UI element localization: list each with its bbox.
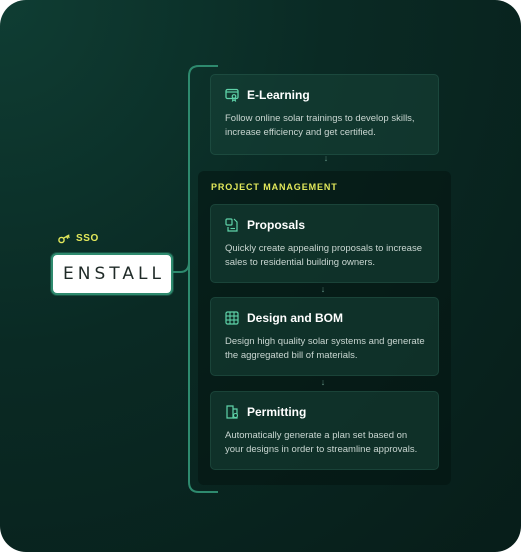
solar-grid-icon	[225, 311, 239, 325]
flow-arrow: ↓	[323, 153, 329, 163]
document-proposal-icon	[225, 218, 239, 232]
flow-arrow: ↓	[320, 284, 326, 294]
card-title: Proposals	[247, 218, 306, 232]
key-icon	[58, 234, 70, 244]
card-elearning[interactable]: E-Learning Follow online solar trainings…	[210, 74, 439, 155]
enstall-logo[interactable]: ENSTALL	[51, 253, 173, 295]
project-management-label: PROJECT MANAGEMENT	[211, 182, 338, 192]
card-description: Quickly create appealing proposals to in…	[225, 243, 422, 268]
card-description: Design high quality solar systems and ge…	[225, 336, 425, 361]
card-description: Follow online solar trainings to develop…	[225, 113, 415, 138]
card-title: Design and BOM	[247, 311, 344, 325]
permit-document-icon	[225, 405, 239, 419]
monitor-certificate-icon	[225, 88, 239, 102]
card-description: Automatically generate a plan set based …	[225, 430, 418, 455]
sso-badge: SSO	[58, 233, 99, 244]
logo-text: ENSTALL	[63, 264, 165, 284]
card-design-bom[interactable]: Design and BOM Design high quality solar…	[210, 297, 439, 376]
flow-arrow: ↓	[320, 377, 326, 387]
sso-label: SSO	[76, 233, 99, 244]
card-permitting[interactable]: Permitting Automatically generate a plan…	[210, 391, 439, 470]
card-title: E-Learning	[247, 88, 310, 102]
card-proposals[interactable]: Proposals Quickly create appealing propo…	[210, 204, 439, 283]
card-title: Permitting	[247, 405, 307, 419]
